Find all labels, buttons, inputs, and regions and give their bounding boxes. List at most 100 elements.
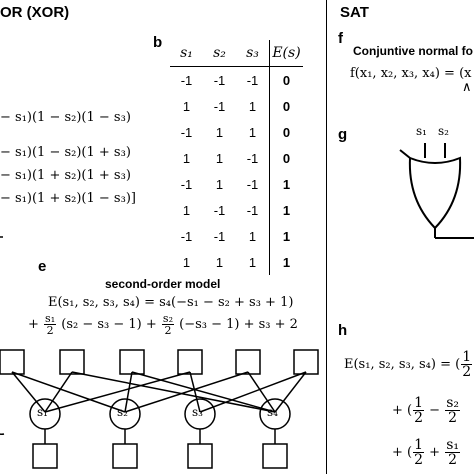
truth-table-cell: 1 (248, 228, 257, 244)
fraction-numerator: 1 (461, 349, 473, 365)
truth-table-row: -1 1 1 0 (170, 119, 303, 145)
gate-input-label-s2: s₂ (438, 124, 449, 138)
panel-f-title: Conjuntive normal fo (353, 44, 473, 58)
panel-a-line-2: − s₁)(1 − s₂)(1 + s₃) (0, 145, 131, 160)
truth-table-row: 1 1 -1 0 (170, 145, 303, 171)
eq-text: + ( (392, 403, 413, 418)
truth-table-cell: -1 (213, 72, 226, 88)
graph-edge (124, 371, 133, 413)
panel-e-title: second-order model (105, 277, 221, 291)
node-label-s3: s₃ (192, 405, 203, 419)
node-label-s4: s₄ (267, 405, 278, 419)
fraction-denominator: 2 (46, 324, 54, 337)
truth-table-header: s₂ (203, 40, 236, 67)
panel-letter-f: f (338, 30, 343, 47)
truth-table-row: -1 1 -1 1 (170, 171, 303, 197)
truth-table-cell: 1 (215, 254, 224, 270)
panel-a-line-3: − s₁)(1 + s₂)(1 + s₃) (0, 168, 131, 183)
fraction-numerator: s₂ (445, 395, 461, 411)
factor-box (235, 349, 261, 375)
bias-box (187, 443, 213, 469)
truth-table-cell: 0 (269, 145, 303, 171)
factor-box (177, 349, 203, 375)
truth-table-cell: -1 (180, 176, 193, 192)
truth-table-header-row: s₁ s₂ s₃ E(s) (170, 40, 303, 67)
bias-box (262, 443, 288, 469)
fraction-denominator: 2 (164, 324, 172, 337)
factor-box (0, 349, 25, 375)
truth-table-cell: -1 (246, 72, 259, 88)
truth-table-cell: 1 (182, 202, 191, 218)
graph-edge (11, 371, 126, 413)
fraction-denominator: 2 (414, 452, 424, 468)
panel-a-line-1: − s₁)(1 − s₂)(1 − s₃) (0, 110, 131, 125)
truth-table-cell: 1 (248, 98, 257, 114)
truth-table-row: 1 -1 1 0 (170, 93, 303, 119)
graph-edge (124, 371, 249, 413)
fraction-denominator: 2 (462, 364, 472, 380)
or-gate-body (408, 156, 462, 230)
fraction-numerator: 1 (413, 395, 425, 411)
node-label-s1: s₁ (37, 405, 48, 419)
truth-table-cell: -1 (213, 202, 226, 218)
fraction-denominator: 2 (414, 410, 424, 426)
graph-edge (44, 371, 191, 413)
gate-input-label-s1: s₁ (416, 124, 427, 138)
panel-divider (326, 0, 327, 474)
truth-table-cell: -1 (180, 72, 193, 88)
fraction-numerator: s₁ (44, 312, 57, 325)
truth-table-cell: 1 (269, 197, 303, 223)
truth-table-cell: 1 (269, 249, 303, 275)
panel-f-and-symbol: ∧ (462, 80, 472, 95)
truth-table-cell: 1 (182, 150, 191, 166)
panel-letter-h: h (338, 322, 348, 339)
eq-plus: + (28, 317, 39, 332)
graph-edge (44, 371, 73, 413)
truth-table-cell: 0 (269, 66, 303, 93)
truth-table-cell: 1 (248, 124, 257, 140)
gate-wire (399, 149, 411, 159)
truth-table-cell: -1 (246, 150, 259, 166)
graph-edge (199, 371, 307, 413)
graph-edge (274, 371, 307, 413)
graph-edge (131, 371, 276, 413)
factor-box (59, 349, 85, 375)
fraction-numerator: 1 (413, 437, 425, 453)
truth-table-cell: 1 (248, 254, 257, 270)
eq-text: − (429, 403, 441, 418)
truth-table-cell: 1 (269, 223, 303, 249)
node-label-s2: s₂ (117, 405, 128, 419)
fraction-numerator: s₁ (445, 437, 461, 453)
panel-letter-e: e (38, 258, 47, 275)
truth-table-cell: 1 (215, 150, 224, 166)
truth-table-cell: 1 (215, 124, 224, 140)
truth-table-row: 1 -1 -1 1 (170, 197, 303, 223)
truth-table-cell: 1 (182, 254, 191, 270)
graph-edge (71, 371, 276, 413)
panel-e-equation-line-1: E(s₁, s₂, s₃, s₄) = s₄(−s₁ − s₂ + s₃ + 1… (48, 295, 294, 310)
eq-text: E(s₁, s₂, s₃, s₄) = ( (344, 357, 461, 372)
panel-f-formula: f(x₁, x₂, x₃, x₄) = (x (350, 66, 472, 81)
truth-table-cell: -1 (213, 228, 226, 244)
fraction-denominator: 2 (448, 452, 458, 468)
bias-box (112, 443, 138, 469)
eq-text: + (429, 445, 441, 460)
truth-table-cell: 0 (269, 119, 303, 145)
truth-table-cell: -1 (213, 98, 226, 114)
truth-table-cell: -1 (246, 202, 259, 218)
truth-table: s₁ s₂ s₃ E(s) -1 -1 -1 0 1 -1 1 0 -1 1 1… (170, 40, 303, 275)
truth-table-header: E(s) (269, 40, 303, 67)
eq-text: (s₂ − s₃ − 1) + (61, 317, 157, 332)
fraction-denominator: 2 (448, 410, 458, 426)
truth-table-header: s₃ (236, 40, 270, 67)
truth-table-cell: -1 (180, 124, 193, 140)
